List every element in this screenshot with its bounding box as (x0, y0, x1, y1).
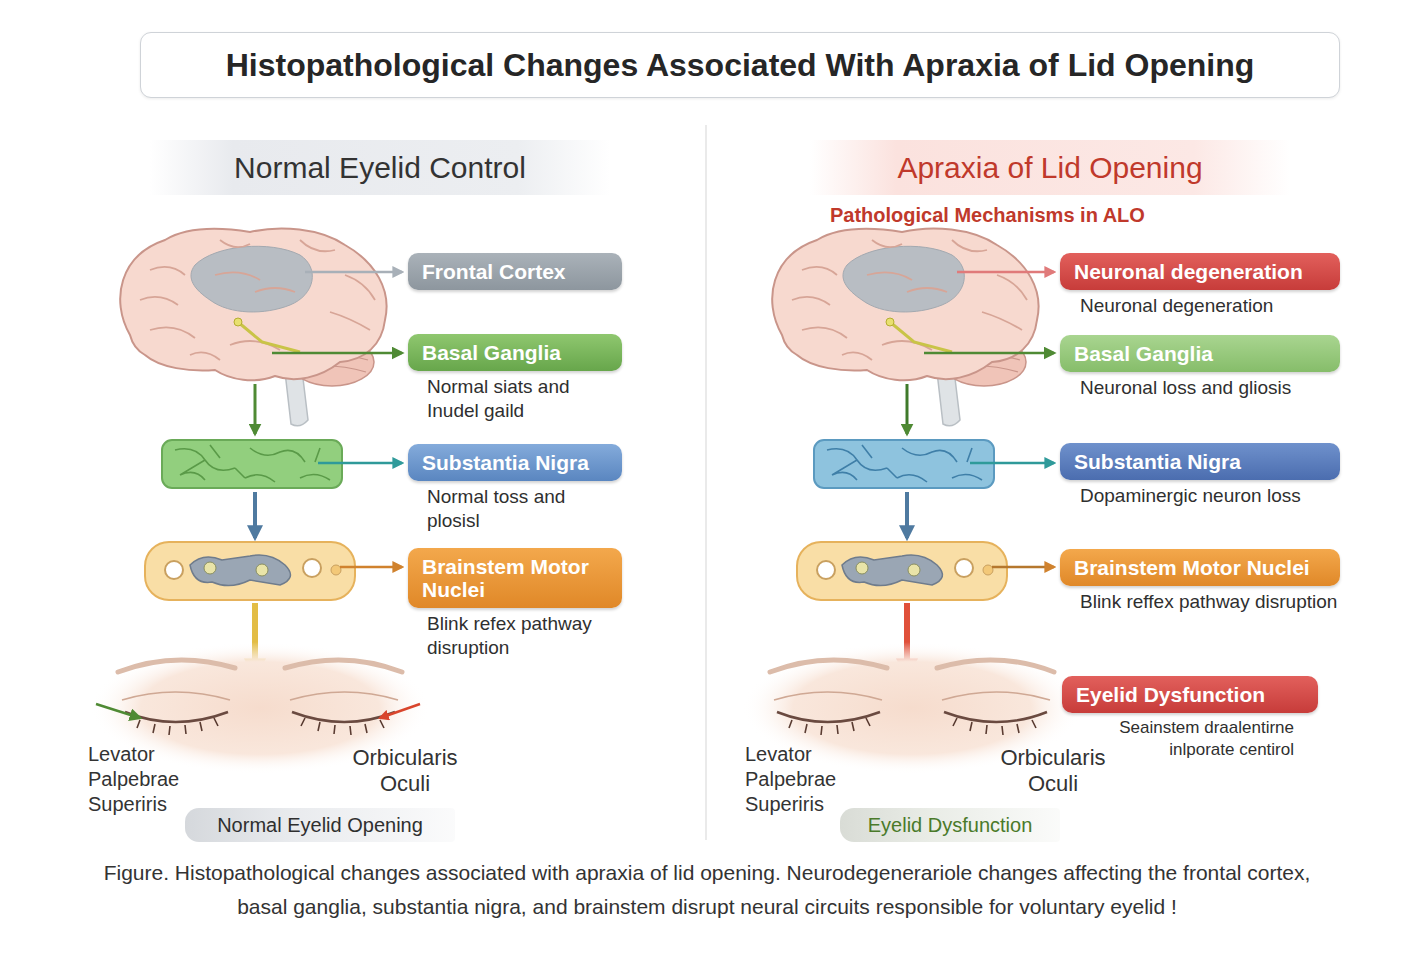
panel-heading: Normal Eyelid Control (150, 140, 610, 195)
pill-label: Basal Ganglia (408, 334, 622, 371)
pill-label: Neuronal degeneration (1060, 253, 1340, 290)
leader-arrow (318, 462, 402, 465)
band-text: Apraxia of Lid Opening (897, 151, 1202, 185)
flow-arrow (253, 492, 257, 538)
labelled-box: Brainstem Motor NucleiBlink reffex pathw… (1060, 549, 1400, 614)
pill-label: Brainstem Motor Nuclei (408, 548, 622, 608)
substantia-nigra-tissue (814, 440, 994, 488)
labelled-box: Brainstem Motor NucleiBlink refex pathwa… (408, 548, 632, 660)
diagram-title: Histopathological Changes Associated Wit… (226, 47, 1255, 84)
pill-label: Basal Ganglia (1060, 335, 1340, 372)
brainstem-normal (145, 542, 355, 600)
leader-arrow (970, 462, 1054, 465)
title-box: Histopathological Changes Associated Wit… (140, 32, 1340, 98)
subheading: Pathological Mechanisms in ALO (830, 204, 1145, 227)
tissue-cells (175, 445, 330, 482)
muscle-arrow (96, 704, 140, 718)
labelled-box: Basal GangliaNeuronal loss and gliosis (1060, 335, 1380, 400)
labelled-box: Basal GangliaNormal siats and Inudel gai… (408, 334, 622, 423)
tissue-cells (827, 445, 982, 482)
labelled-box: Substantia NigraDopaminergic neuron loss (1060, 443, 1380, 508)
panel-heading: Apraxia of Lid Opening (810, 140, 1290, 195)
pill-label: Eyelid Dysfunction (1062, 676, 1318, 713)
leader-arrow (340, 566, 402, 569)
pill-note: Blink refex pathway disruption (427, 612, 632, 660)
leader-arrow (272, 352, 402, 355)
brainstem-alo (797, 542, 1007, 600)
outcome-band: Normal Eyelid Opening (185, 808, 455, 842)
muscle-label: Levator Palpebrae Superiris (745, 742, 855, 817)
muscle-arrow (380, 704, 420, 718)
band-text: Normal Eyelid Opening (217, 814, 423, 837)
pill-note: Normal toss and plosisl (427, 485, 622, 533)
band-text: Eyelid Dysfunction (868, 814, 1033, 837)
pill-note: Neuronal loss and gliosis (1080, 376, 1380, 400)
labelled-box: Substantia NigraNormal toss and plosisl (408, 444, 622, 533)
flow-arrow (906, 384, 909, 434)
figure-caption: Figure. Histopathological changes associ… (80, 856, 1334, 924)
pill-label: Frontal Cortex (408, 253, 622, 290)
panel-divider (705, 125, 707, 840)
pill-note: Neuronal degeneration (1080, 294, 1380, 318)
muscle-label: Levator Palpebrae Superiris (88, 742, 198, 817)
leader-arrow (305, 271, 402, 274)
band-text: Normal Eyelid Control (234, 151, 526, 185)
substantia-nigra-tissue (162, 440, 342, 488)
pill-label: Substantia Nigra (1060, 443, 1340, 480)
outcome-band: Eyelid Dysfunction (840, 808, 1060, 842)
muscle-label: Orbicularis Oculi (978, 745, 1128, 797)
flow-arrow (905, 492, 909, 538)
brain-normal (120, 228, 386, 425)
leader-arrow (992, 566, 1054, 569)
labelled-box: Frontal Cortex (408, 253, 622, 290)
pill-note: Blink reffex pathway disruption (1080, 590, 1400, 614)
labelled-box: Neuronal degenerationNeuronal degenerati… (1060, 253, 1380, 318)
muscle-label: Orbicularis Oculi (330, 745, 480, 797)
pill-label: Brainstem Motor Nuclei (1060, 549, 1340, 586)
brain-alo (772, 228, 1038, 425)
pill-label: Substantia Nigra (408, 444, 622, 481)
pill-note: Dopaminergic neuron loss (1080, 484, 1380, 508)
leader-arrow (957, 271, 1054, 274)
flow-arrow (254, 384, 257, 434)
pill-note: Normal siats and Inudel gaild (427, 375, 622, 423)
leader-arrow (924, 352, 1054, 355)
